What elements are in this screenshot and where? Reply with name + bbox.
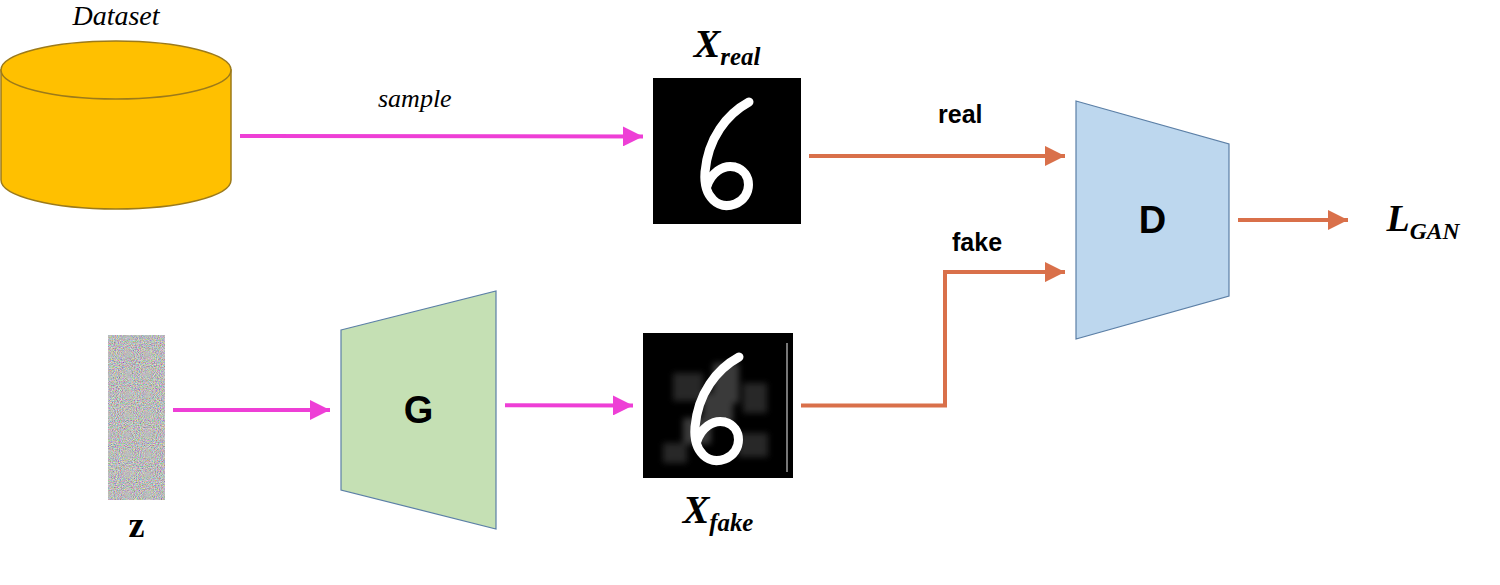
flow-arrow — [809, 154, 1065, 158]
diagram-node: D — [1075, 100, 1230, 340]
diagram-node: Xreal — [653, 78, 801, 224]
text-holder: z — [48, 504, 225, 546]
text-holder: LGAN — [1298, 196, 1500, 245]
edge-label: fake — [952, 228, 1002, 257]
edge-label: sample — [378, 84, 452, 114]
flow-arrow — [173, 408, 330, 412]
noise-vector — [108, 335, 165, 500]
subscript: fake — [709, 509, 753, 536]
edge-label: real — [938, 100, 982, 129]
text-holder: Xreal — [593, 20, 861, 71]
node-text: G — [404, 389, 434, 431]
flow-arrow — [1238, 218, 1348, 222]
database-cylinder — [0, 40, 232, 210]
node-text: D — [1139, 199, 1166, 241]
real-digit-image — [653, 78, 801, 224]
node-text: Xfake — [683, 487, 754, 532]
node-text: LGAN — [1387, 197, 1460, 239]
fake-digit-image — [643, 333, 793, 478]
flow-arrow — [240, 134, 643, 138]
loss-label-node: LGAN — [1358, 195, 1488, 245]
diagram-node: z — [108, 335, 165, 500]
text-holder: G — [280, 389, 557, 432]
node-text: Xreal — [694, 21, 761, 66]
subscript: GAN — [1410, 217, 1460, 243]
flow-arrow — [505, 403, 633, 407]
subscript: real — [720, 43, 760, 70]
diagram-node: Xfake — [643, 333, 793, 478]
diagram-node: Dataset — [0, 40, 232, 210]
text-holder: Dataset — [0, 0, 292, 32]
node-text: Dataset — [72, 0, 159, 31]
node-text: z — [129, 505, 145, 545]
text-holder: Xfake — [583, 486, 853, 537]
flow-arrow — [801, 272, 1065, 405]
diagram-node: G — [340, 290, 497, 530]
text-holder: D — [1015, 199, 1290, 242]
